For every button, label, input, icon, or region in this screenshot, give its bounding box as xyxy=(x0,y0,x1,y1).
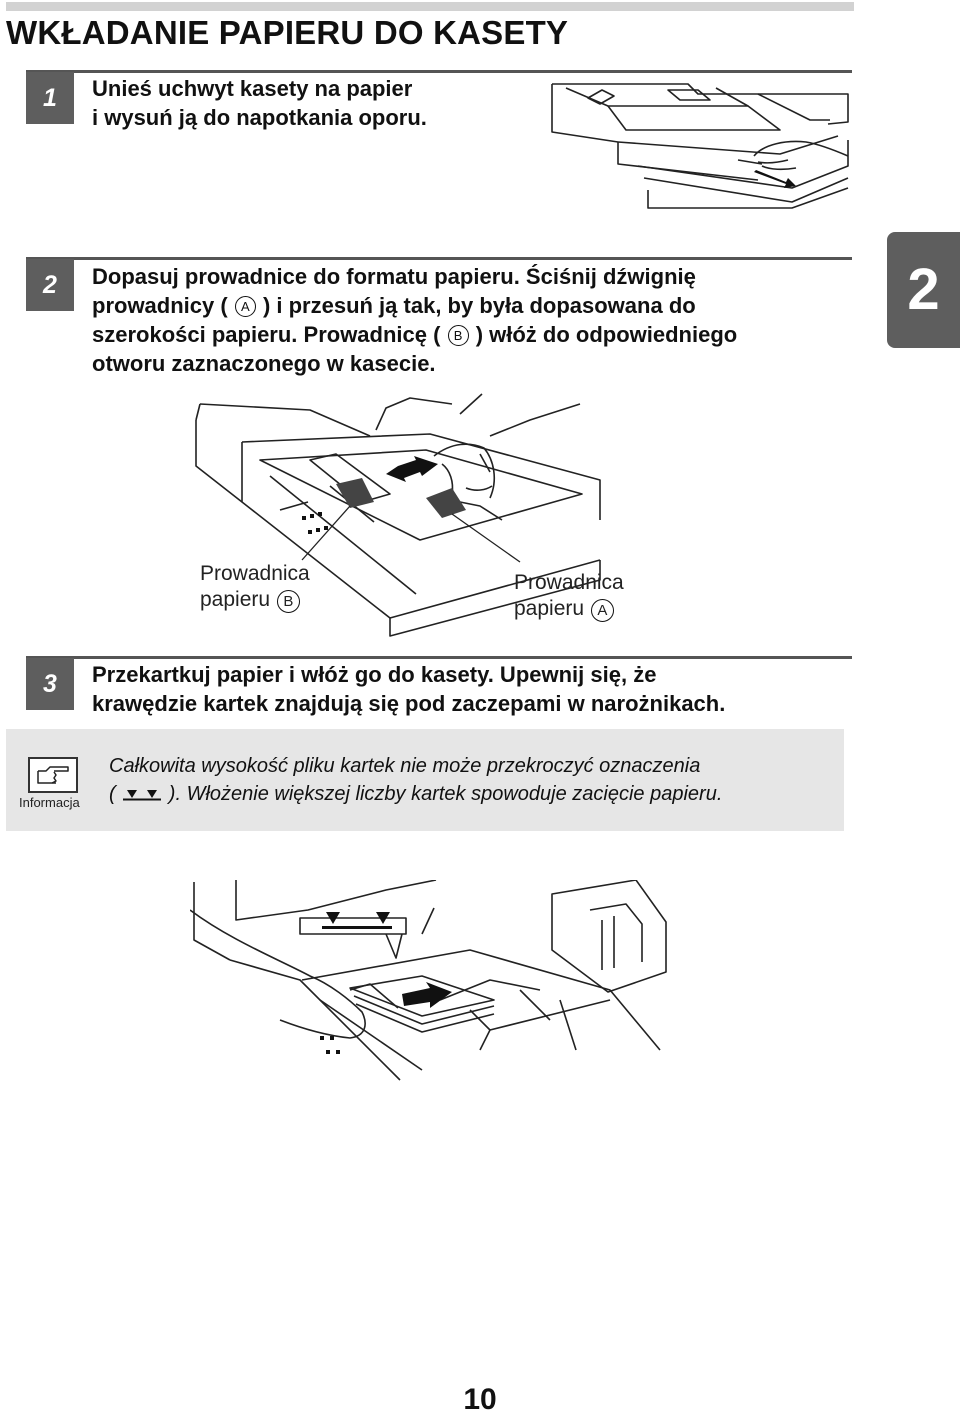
label-paper-guide-b: Prowadnica papieru B xyxy=(200,561,310,613)
info-box: Informacja Całkowita wysokość pliku kart… xyxy=(6,729,844,831)
info-line-2-rest: ). Włożenie większej liczby kartek spowo… xyxy=(168,783,723,805)
letter-b-badge: B xyxy=(447,325,469,346)
header-bar xyxy=(6,2,854,11)
label-paper-guide-a: Prowadnica papieru A xyxy=(514,570,624,622)
chapter-tab: 2 xyxy=(887,232,960,348)
label-a-line-2: papieru A xyxy=(514,596,624,622)
step-1-text: Unieś uchwyt kasety na papier i wysuń ją… xyxy=(92,74,427,132)
step-2-rule xyxy=(26,257,852,260)
letter-a-badge: A xyxy=(234,296,256,317)
step-2-text: Dopasuj prowadnice do formatu papieru. Ś… xyxy=(92,262,737,378)
illustration-insert-paper xyxy=(190,880,667,1081)
step-1-line-1: Unieś uchwyt kasety na papier xyxy=(92,76,413,101)
page-number: 10 xyxy=(463,1383,497,1416)
label-b-line-2: papieru B xyxy=(200,587,310,613)
page-title: WKŁADANIE PAPIERU DO KASETY xyxy=(6,14,569,51)
step-3-text: Przekartkuj papier i włóż go do kasety. … xyxy=(92,660,725,718)
label-a-letter: A xyxy=(590,599,614,622)
illustration-adjust-guides xyxy=(195,393,601,637)
label-b-word: papieru xyxy=(200,588,271,611)
info-line-1: Całkowita wysokość pliku kartek nie może… xyxy=(109,755,701,777)
step-2-line-3: szerokości papieru. Prowadnicę ( B ) włó… xyxy=(92,320,737,349)
info-icon-frame xyxy=(28,757,78,793)
step-2-line-4: otworu zaznaczonego w kasecie. xyxy=(92,351,436,376)
label-a-line-1: Prowadnica xyxy=(514,571,624,594)
info-label: Informacja xyxy=(19,795,80,810)
step-2-line-2-end: ) i przesuń ją tak, by była dopasowana d… xyxy=(262,293,696,318)
info-line-2-open: ( xyxy=(109,783,116,805)
step-3-number: 3 xyxy=(26,658,74,710)
step-2-line-3-start: szerokości papieru. Prowadnicę ( xyxy=(92,322,441,347)
label-b-letter: B xyxy=(276,590,300,613)
step-1-line-2: i wysuń ją do napotkania oporu. xyxy=(92,105,427,130)
max-height-mark-icon xyxy=(123,789,162,801)
step-2-line-2-start: prowadnicy ( xyxy=(92,293,228,318)
info-text: Całkowita wysokość pliku kartek nie może… xyxy=(109,752,722,808)
step-3-line-2: krawędzie kartek znajdują się pod zaczep… xyxy=(92,691,726,716)
step-3-line-1: Przekartkuj papier i włóż go do kasety. … xyxy=(92,662,657,687)
step-3-rule xyxy=(26,656,852,659)
step-2-line-2: prowadnicy ( A ) i przesuń ją tak, by by… xyxy=(92,291,737,320)
step-2-line-3-end: ) włóż do odpowiedniego xyxy=(475,322,738,347)
label-b-line-1: Prowadnica xyxy=(200,562,310,585)
pointing-hand-icon xyxy=(37,766,69,784)
step-1-rule xyxy=(26,70,852,73)
step-2-number: 2 xyxy=(26,259,74,311)
label-a-word: papieru xyxy=(514,597,585,620)
step-2-line-1: Dopasuj prowadnice do formatu papieru. Ś… xyxy=(92,264,696,289)
info-line-2: ( ). Włożenie większej liczby kartek spo… xyxy=(109,780,722,808)
step-1-number: 1 xyxy=(26,72,74,124)
illustration-pull-out-tray xyxy=(551,83,849,209)
